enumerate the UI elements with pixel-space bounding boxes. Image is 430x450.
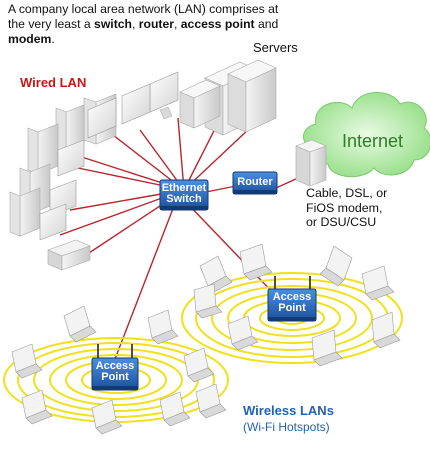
laptop-icon [227,315,259,351]
wired-workstations [9,71,179,271]
laptop-icon [239,243,273,281]
intro-modem: modem [8,32,52,46]
monitor-icon [87,97,117,139]
intro-sep: , [131,17,139,31]
intro-text: A company local area network (LAN) compr… [8,2,298,47]
access-point-left [91,344,139,391]
printer-icon [47,239,91,271]
modem-line: Cable, DSL, or [306,186,388,200]
server-icon [179,79,221,129]
ap-label-line: Point [278,302,306,314]
switch-label: Ethernet Switch [160,183,208,205]
access-point-right-label: Access Point [268,292,316,314]
ap-label-line: Access [272,291,312,303]
laptop-icon [311,329,343,367]
modem-description: Cable, DSL, or FiOS modem, or DSU/CSU [306,186,426,230]
intro-sep: and [254,17,279,31]
laptop-icon [147,309,179,345]
link-line [183,199,281,301]
modem-line: or DSU/CSU [306,215,377,229]
laptop-icon [63,305,97,343]
monitor-icon [49,179,77,217]
wireless-laptops [11,243,401,435]
laptop-icon [21,389,53,425]
internet-cloud [303,91,430,178]
switch-label-line: Ethernet [161,182,207,194]
link-line [275,177,299,189]
switch-label-line: Switch [166,193,202,205]
router-device [232,171,278,195]
laptop-icon [361,265,395,301]
monitor-icon [121,83,151,125]
ap-label-line: Point [101,371,129,383]
intro-sep: , [173,17,181,31]
monitor-icon [39,203,67,241]
ap-label-line: Access [95,360,135,372]
laptop-icon [193,283,223,319]
wired-links [59,114,299,373]
laptop-icon [195,383,227,419]
laptop-icon [319,245,353,287]
modem-line: FiOS modem, [306,200,383,215]
tower-icon [55,104,85,154]
link-line [205,185,237,193]
link-line [177,117,185,191]
access-point-right [267,276,317,322]
monitor-icon [149,71,179,120]
servers [179,59,277,136]
laptop-icon [159,391,191,427]
intro-switch: switch [94,17,132,31]
laptop-icon [91,399,123,435]
intro-router: router [138,17,174,31]
ethernet-switch [159,179,209,211]
intro-part: A company local area network (LAN) compr… [8,2,279,31]
tower-icon [9,187,41,237]
router-label: Router [237,176,273,188]
laptop-icon [183,347,215,383]
link-line [109,205,175,373]
wireless-lans-title: Wireless LANs [243,403,334,418]
modem-icon [295,139,327,187]
intro-sep: . [51,32,55,46]
access-point-left-label: Access Point [92,361,138,383]
monitor-icon [57,139,85,177]
laptop-icon [11,343,43,379]
laptop-icon [371,311,401,349]
wired-lan-label: Wired LAN [20,75,87,90]
intro-access-point: access point [180,17,255,31]
servers-label: Servers [253,40,298,55]
internet-label: Internet [342,131,404,151]
wireless-lans-subtitle: (Wi-Fi Hotspots) [243,420,330,434]
server-icon [227,59,277,133]
